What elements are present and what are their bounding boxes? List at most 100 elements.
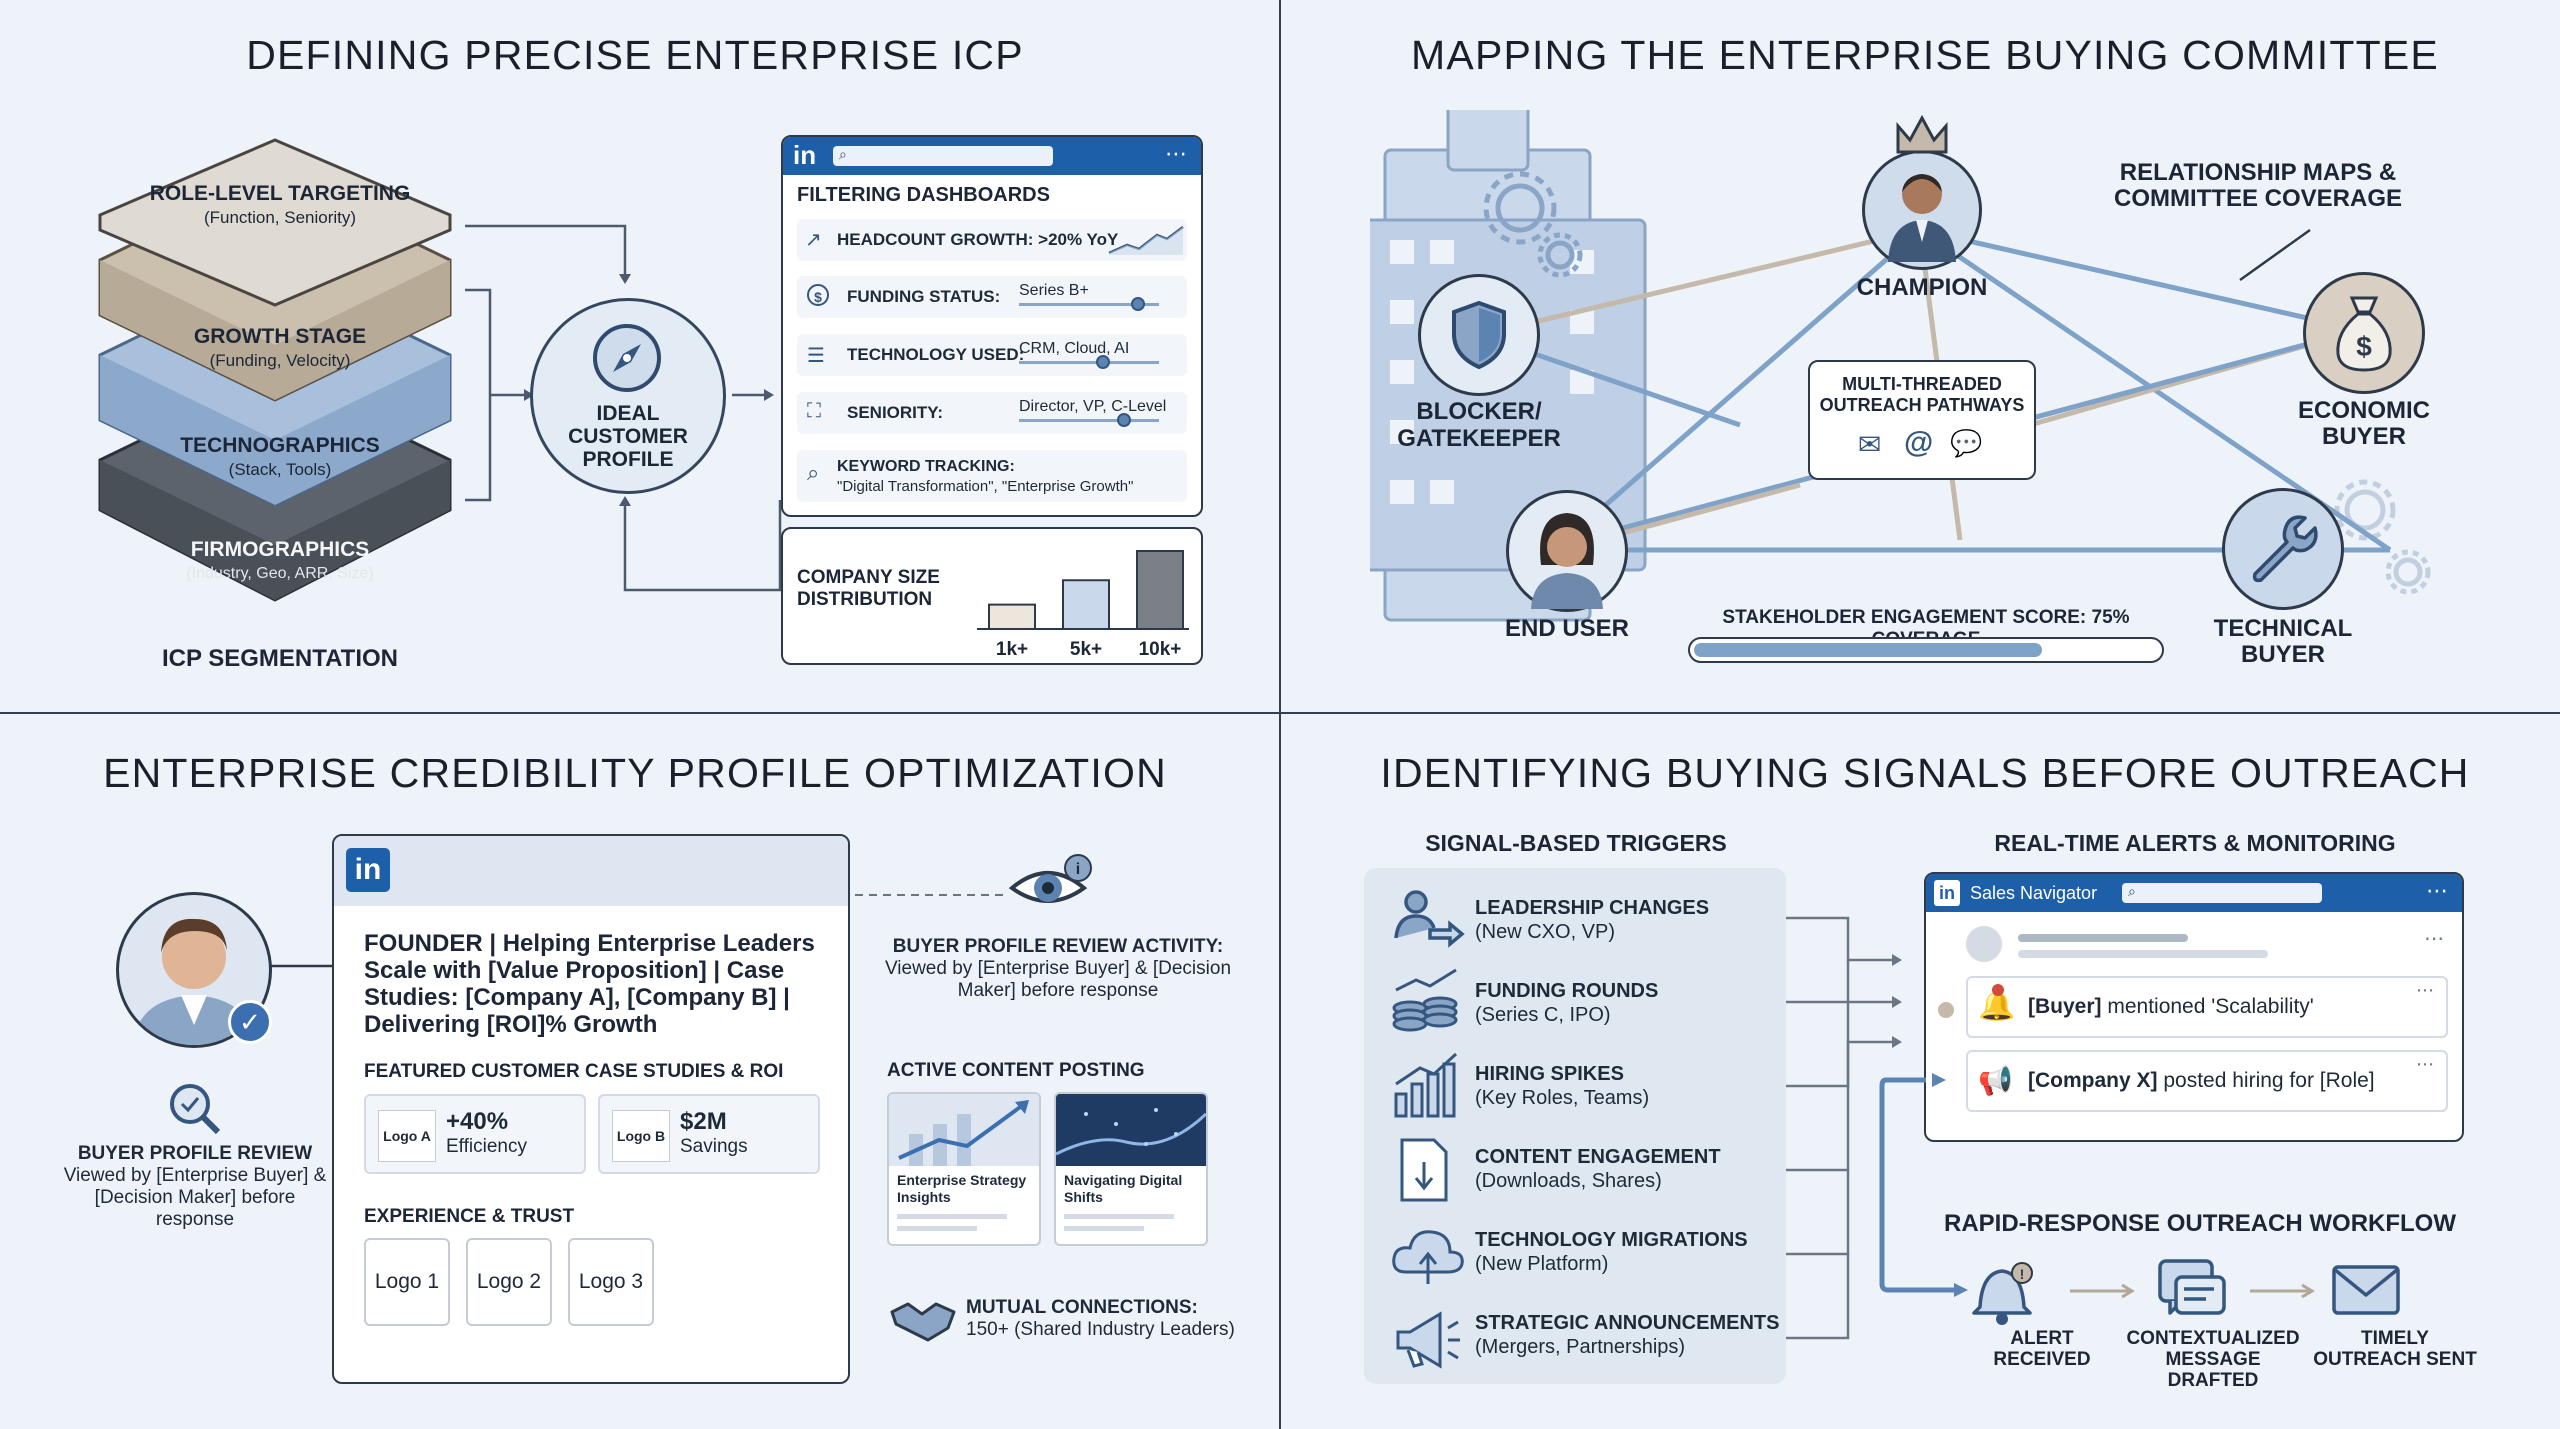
q1-title: DEFINING PRECISE ENTERPRISE ICP bbox=[246, 32, 1024, 78]
filter-row-funding[interactable]: $ FUNDING STATUS: Series B+ bbox=[797, 276, 1187, 318]
unread-dot bbox=[1938, 1002, 1954, 1018]
filter-slider-track[interactable] bbox=[1019, 419, 1159, 422]
filter-slider-knob[interactable] bbox=[1131, 297, 1145, 311]
q4-title: IDENTIFYING BUYING SIGNALS BEFORE OUTREA… bbox=[1380, 750, 2470, 796]
filter-value: Director, VP, C-Level bbox=[1019, 398, 1167, 415]
feed-text-placeholder bbox=[2018, 950, 2268, 958]
alert-item-2[interactable]: 📢 [Company X] posted hiring for [Role] ⋯ bbox=[1966, 1050, 2448, 1112]
featured-title: FEATURED CUSTOMER CASE STUDIES & ROI bbox=[364, 1061, 784, 1082]
step-message-drafted: CONTEXTUALIZED MESSAGE DRAFTED bbox=[2126, 1328, 2300, 1391]
bar-growth-icon bbox=[1394, 1052, 1458, 1118]
company-size-tick-label: 10k+ bbox=[1139, 639, 1182, 659]
compass-icon bbox=[593, 324, 661, 392]
mutual-connections: MUTUAL CONNECTIONS: 150+ (Shared Industr… bbox=[966, 1297, 1235, 1340]
headcount-label: HEADCOUNT GROWTH: >20% YoY bbox=[837, 230, 1119, 249]
trend-icon: ↗ bbox=[805, 229, 822, 251]
filter-value: Series B+ bbox=[1019, 282, 1089, 299]
money-bag-icon: $ bbox=[2336, 296, 2392, 372]
engagement-score-bar bbox=[1688, 637, 2164, 663]
champion-label: CHAMPION bbox=[1856, 274, 1988, 301]
signal-content: CONTENT ENGAGEMENT(Downloads, Shares) bbox=[1475, 1146, 1721, 1192]
navigator-search-input[interactable]: ⌕ bbox=[2122, 883, 2322, 903]
linkedin-logo: in bbox=[1934, 880, 1960, 906]
search-icon: ⌕ bbox=[839, 146, 847, 162]
signal-technology: TECHNOLOGY MIGRATIONS(New Platform) bbox=[1475, 1229, 1748, 1275]
alert-item-1[interactable]: 🔔 [Buyer] mentioned 'Scalability' ⋯ bbox=[1966, 976, 2448, 1038]
triggers-panel bbox=[1364, 868, 1786, 1384]
icp-segmentation-label: ICP SEGMENTATION bbox=[161, 645, 398, 672]
trust-logo: Logo 3 bbox=[568, 1238, 654, 1326]
trigger-connectors bbox=[1786, 916, 1902, 1340]
chat-icon: 💬 bbox=[1950, 428, 1983, 458]
more-icon[interactable]: ⋯ bbox=[2416, 1054, 2434, 1074]
icp-connectors bbox=[465, 224, 782, 592]
post-text-placeholder bbox=[897, 1226, 977, 1231]
more-icon[interactable]: ⋯ bbox=[2426, 878, 2448, 903]
megaphone-icon: 📢 bbox=[1978, 1065, 2013, 1096]
workflow-loop-arrow bbox=[1879, 1073, 1968, 1297]
magnifier-icon: ⌕ bbox=[807, 460, 820, 485]
post-digital-image bbox=[1056, 1094, 1206, 1166]
svg-text:$: $ bbox=[2356, 331, 2372, 362]
engagement-score-fill bbox=[1694, 643, 2042, 657]
keyword-value: "Digital Transformation", "Enterprise Gr… bbox=[837, 478, 1134, 495]
trust-logo: Logo 1 bbox=[364, 1238, 450, 1326]
profile-card: in FOUNDER | Helping Enterprise Leaders … bbox=[332, 834, 850, 1384]
step-outreach-sent: TIMELY OUTREACH SENT bbox=[2313, 1328, 2477, 1370]
filter-slider-knob[interactable] bbox=[1096, 355, 1110, 369]
company-size-title: COMPANY SIZE DISTRIBUTION bbox=[797, 567, 940, 610]
case-label: Savings bbox=[680, 1136, 748, 1157]
case-logo: Logo A bbox=[378, 1110, 436, 1162]
linkedin-logo: in bbox=[346, 848, 390, 892]
search-icon: ⌕ bbox=[2128, 883, 2136, 899]
case-study-a[interactable]: Logo A +40% Efficiency bbox=[364, 1094, 586, 1174]
navigator-name: Sales Navigator bbox=[1970, 883, 2098, 903]
review-dashed-connector bbox=[855, 894, 1005, 896]
filter-slider-knob[interactable] bbox=[1117, 413, 1131, 427]
at-icon: @ bbox=[1904, 426, 1934, 459]
cloud-upload-icon bbox=[1392, 1230, 1464, 1284]
more-icon[interactable]: ⋯ bbox=[1165, 141, 1187, 166]
sales-navigator-window: in Sales Navigator ⌕ ⋯ ⋯ 🔔 [Buyer] menti… bbox=[1924, 872, 2464, 1142]
keyword-row[interactable]: ⌕ KEYWORD TRACKING: "Digital Transformat… bbox=[797, 450, 1187, 502]
document-download-icon bbox=[1400, 1138, 1448, 1202]
review-magnifier-icon bbox=[170, 1084, 221, 1135]
end-user-icon bbox=[1531, 513, 1603, 609]
company-size-chart: 1k+5k+10k+ bbox=[977, 550, 1189, 659]
content-post-2[interactable]: Navigating Digital Shifts bbox=[1054, 1092, 1208, 1246]
workflow-title: RAPID-RESPONSE OUTREACH WORKFLOW bbox=[1944, 1210, 2456, 1237]
dashboard-title: FILTERING DASHBOARDS bbox=[797, 184, 1050, 206]
signal-funding: FUNDING ROUNDS(Series C, IPO) bbox=[1475, 980, 1659, 1026]
content-post-1[interactable]: Enterprise Strategy Insights bbox=[887, 1092, 1041, 1246]
filter-row-seniority[interactable]: ⛶ SENIORITY: Director, VP, C-Level bbox=[797, 392, 1187, 434]
filter-key: FUNDING STATUS: bbox=[847, 287, 1001, 306]
alert-tag: [Company X] bbox=[2028, 1069, 2158, 1092]
post-title: Navigating Digital Shifts bbox=[1064, 1172, 1183, 1205]
verified-check-icon: ✓ bbox=[228, 1000, 272, 1044]
more-icon[interactable]: ⋯ bbox=[2424, 928, 2444, 950]
company-size-bar bbox=[988, 603, 1036, 630]
step-alert-received: ALERT RECEIVED bbox=[1993, 1328, 2091, 1370]
keyword-key: KEYWORD TRACKING: bbox=[837, 458, 1015, 475]
svg-text:!: ! bbox=[2020, 1266, 2025, 1282]
filter-row-technology[interactable]: ☰ TECHNOLOGY USED: CRM, Cloud, AI bbox=[797, 334, 1187, 376]
icp-layer-stack bbox=[98, 138, 452, 602]
layer-techno: TECHNOGRAPHICS (Stack, Tools) bbox=[180, 434, 380, 479]
triggers-title: SIGNAL-BASED TRIGGERS bbox=[1425, 830, 1727, 856]
company-size-bar bbox=[1136, 550, 1184, 630]
filter-slider-track[interactable] bbox=[1019, 361, 1159, 364]
filter-slider-track[interactable] bbox=[1019, 303, 1159, 306]
case-stat: +40% bbox=[446, 1108, 509, 1135]
case-study-b[interactable]: Logo B $2M Savings bbox=[598, 1094, 820, 1174]
end-user-label: END USER bbox=[1504, 615, 1630, 642]
person-arrow-icon bbox=[1394, 890, 1465, 948]
profile-headline: FOUNDER | Helping Enterprise Leaders Sca… bbox=[364, 930, 815, 1038]
shield-icon bbox=[1452, 300, 1506, 370]
post-text-placeholder bbox=[1064, 1226, 1144, 1231]
signal-leadership: LEADERSHIP CHANGES(New CXO, VP) bbox=[1475, 897, 1710, 943]
alert-text: posted hiring for [Role] bbox=[2157, 1069, 2375, 1092]
review-activity: BUYER PROFILE REVIEW ACTIVITY: Viewed by… bbox=[884, 936, 1232, 1001]
dashboard-search-input[interactable]: ⌕ bbox=[833, 146, 1053, 166]
more-icon[interactable]: ⋯ bbox=[2416, 980, 2434, 1000]
